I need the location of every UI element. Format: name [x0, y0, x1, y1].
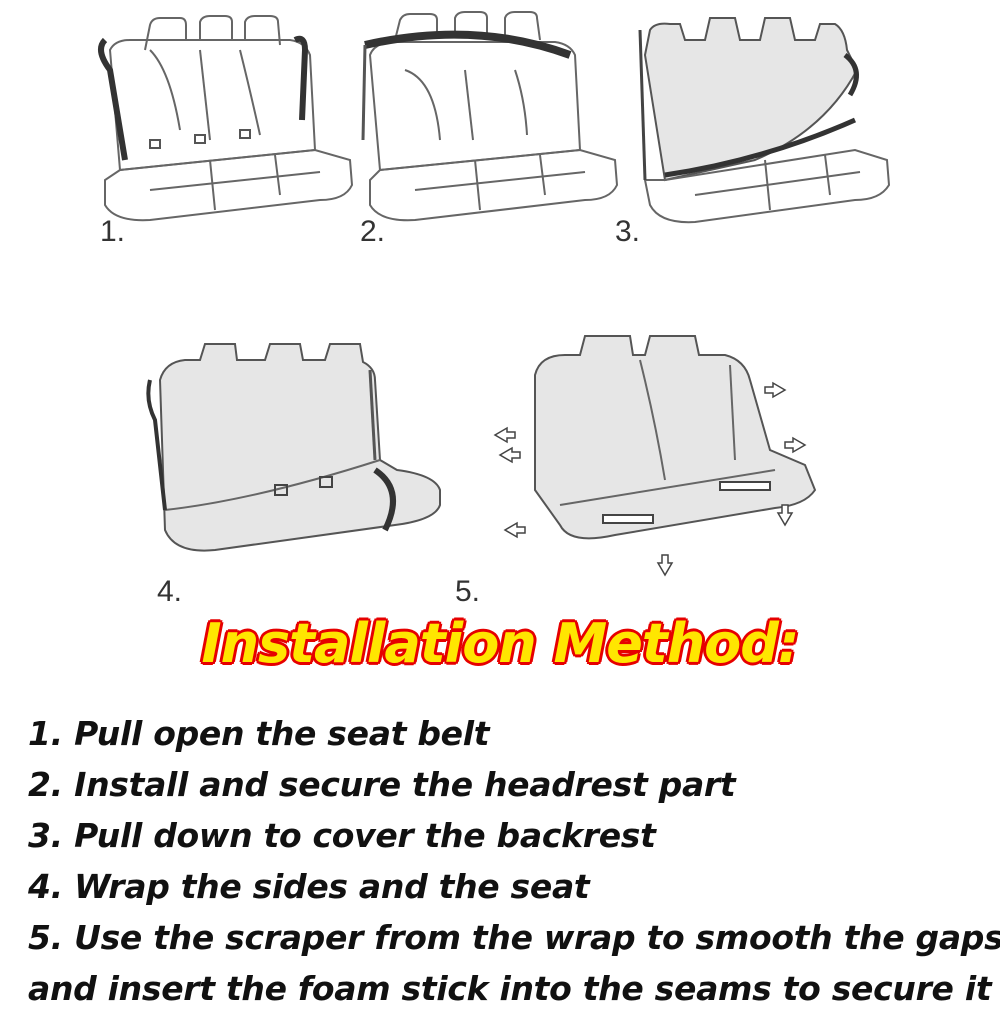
step-number-1: 1. — [100, 215, 126, 248]
seat-belt-open-icon — [98, 15, 354, 222]
headrest-cover-icon — [361, 11, 619, 222]
instruction-step-4: 4. Wrap the sides and the seat — [28, 867, 590, 906]
foam-stick-insert-icon — [493, 335, 817, 577]
instruction-step-3: 3. Pull down to cover the backrest — [28, 816, 656, 855]
installation-title: Installation Method: — [201, 612, 799, 675]
step-number-4: 4. — [157, 575, 183, 608]
instruction-step-2: 2. Install and secure the headrest part — [28, 765, 736, 804]
illustration-step-4: 4. — [135, 340, 455, 610]
instruction-list: 1. Pull open the seat belt 2. Install an… — [28, 708, 1000, 1014]
illustration-step-3: 3. — [615, 10, 895, 250]
step-number-3: 3. — [615, 215, 641, 248]
instruction-step-5: 5. Use the scraper from the wrap to smoo… — [28, 918, 1000, 957]
instruction-step-5-continued: and insert the foam stick into the seams… — [28, 969, 992, 1008]
backrest-cover-icon — [638, 17, 891, 224]
illustration-step-2: 2. — [355, 10, 625, 250]
illustration-step-1: 1. — [90, 10, 360, 250]
instruction-step-1: 1. Pull open the seat belt — [28, 714, 490, 753]
side-wrap-icon — [146, 343, 441, 552]
illustration-step-5: 5. — [455, 330, 835, 610]
step-number-5: 5. — [455, 575, 481, 608]
step-number-2: 2. — [360, 215, 386, 248]
